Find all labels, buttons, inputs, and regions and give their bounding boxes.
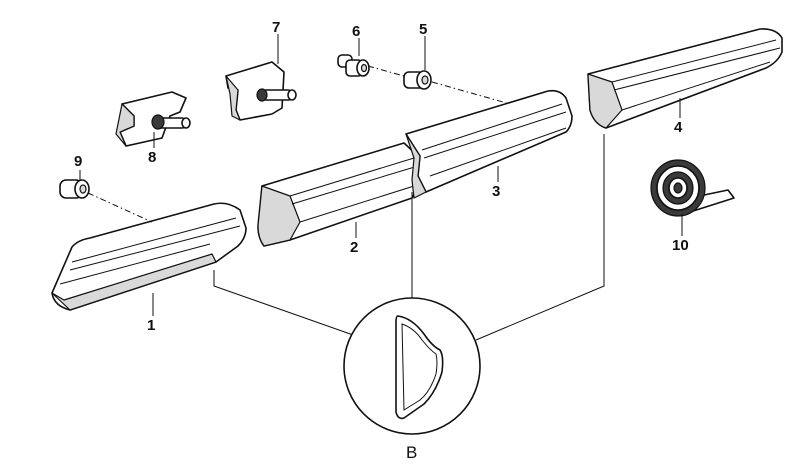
part-6-clip xyxy=(337,54,370,77)
callout-5: 5 xyxy=(419,21,427,38)
part-2-trim-strip xyxy=(257,142,423,247)
callout-4: 4 xyxy=(674,119,683,136)
callout-labels: 1 2 3 4 5 6 7 8 9 10 B xyxy=(74,19,689,462)
part-7-bracket xyxy=(225,61,297,121)
callout-8: 8 xyxy=(148,149,156,166)
callout-1: 1 xyxy=(147,317,155,334)
detail-b-profile xyxy=(343,297,481,435)
assembly-axes xyxy=(87,65,511,223)
part-8-clip xyxy=(115,91,191,147)
callout-7: 7 xyxy=(272,19,280,36)
callout-10: 10 xyxy=(672,237,689,254)
part-4-trim-strip xyxy=(587,28,783,129)
callout-leaders xyxy=(79,34,683,316)
detail-b-connectors xyxy=(213,134,605,341)
callout-6: 6 xyxy=(352,23,360,40)
part-1-trim-strip xyxy=(51,202,247,311)
callout-2: 2 xyxy=(350,239,358,256)
part-5-clip xyxy=(403,70,432,90)
callout-9: 9 xyxy=(74,153,82,170)
part-3-trim-strip xyxy=(405,89,573,199)
callout-3: 3 xyxy=(492,183,500,200)
part-10-tape-roll xyxy=(650,159,735,217)
detail-b-label: B xyxy=(406,443,417,462)
part-9-clip xyxy=(59,179,90,199)
